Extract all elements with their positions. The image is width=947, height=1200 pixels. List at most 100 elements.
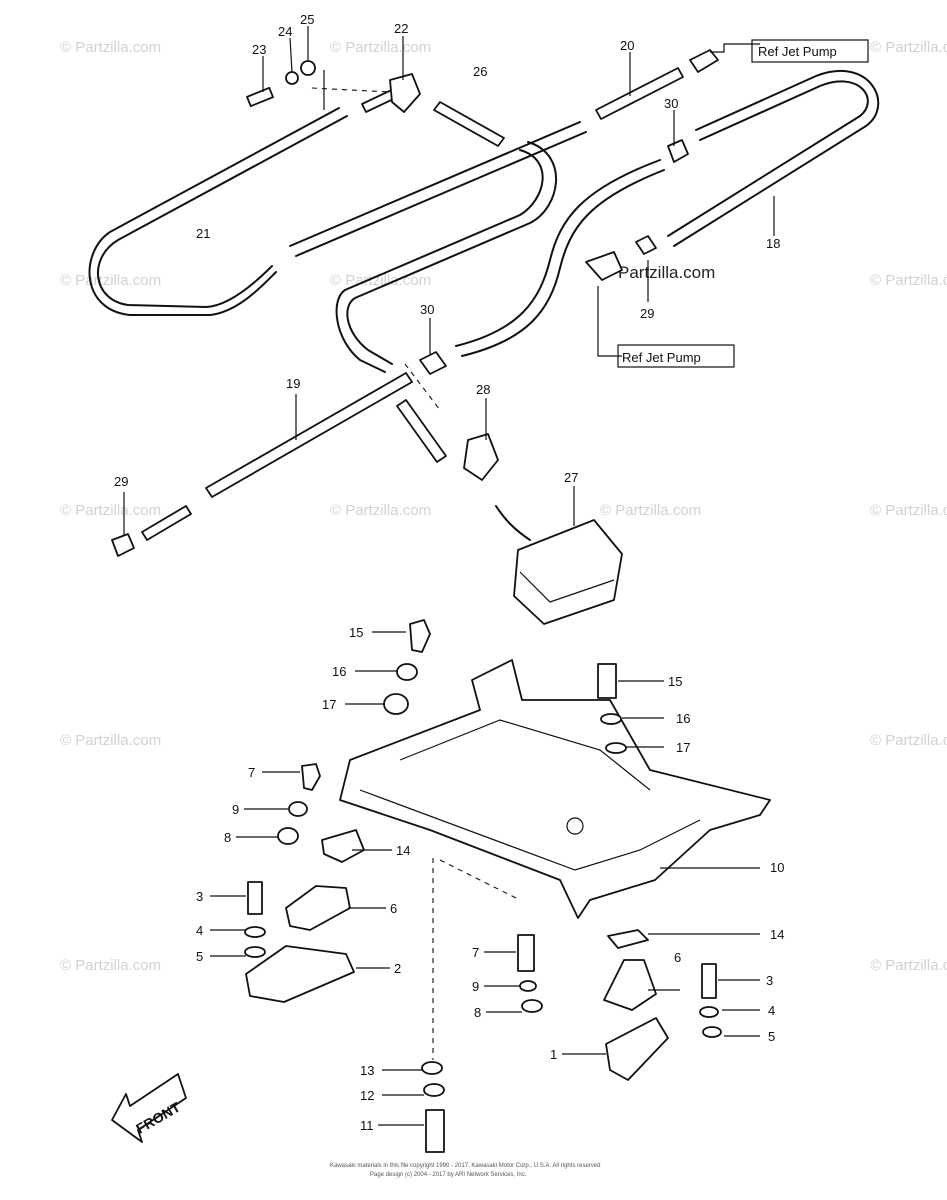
clamp-28 [463,433,499,481]
callout-3-left: 3 [196,889,203,904]
callout-10: 10 [770,860,784,875]
clamp-30-top [667,139,689,163]
callout-30-mid: 30 [420,302,434,317]
shim-14-left [321,829,365,863]
watermark: © Partzilla.com [870,957,947,974]
callout-27: 27 [564,470,578,485]
bolt-3-left [247,881,263,915]
washer-4-left [244,926,266,938]
watermark-center: Partzilla.com [618,263,715,282]
callout-23: 23 [252,42,266,57]
callout-12: 12 [360,1088,374,1103]
hose-19 [205,372,413,498]
callout-4-left: 4 [196,923,203,938]
hose-21-inner [88,107,340,316]
side-tube-inner [461,169,665,357]
fitting-22 [389,73,421,113]
bolt-15-left [409,619,431,653]
fitting-jet-pump [585,251,623,281]
bolt-23 [246,86,274,108]
watermark: © Partzilla.com [870,272,947,289]
washer-16-right [600,713,622,725]
washer-12 [423,1083,445,1097]
bed-plate-10 [339,659,771,919]
callout-18: 18 [766,236,780,251]
callout-labels: 25 24 23 22 26 20 30 21 18 29 30 19 28 2… [114,12,784,1133]
watermark: © Partzilla.com [870,502,947,519]
filter-body [513,519,623,625]
callout-9-right: 9 [472,979,479,994]
watermark: © Partzilla.com [60,502,161,519]
hose-short-29 [141,505,192,541]
copyright-line-1: Kawasaki materials in this file copyrigh… [330,1163,600,1169]
callout-2: 2 [394,961,401,976]
side-tube [455,159,661,347]
hose-26 [433,101,505,147]
bracket-1 [605,1017,669,1081]
clamp-29-left [111,533,135,557]
callout-1: 1 [550,1047,557,1062]
filter-27 [495,505,623,625]
callout-9-left: 9 [232,802,239,817]
callout-5-left: 5 [196,949,203,964]
hose-short [396,399,447,463]
shim-14-right [607,929,649,949]
callout-8-left: 8 [224,830,231,845]
washer-13 [421,1061,443,1075]
washer-24 [285,71,299,85]
ref-box-top: Ref Jet Pump [751,39,869,63]
bed-hole [566,817,584,835]
main-tube-inner [346,141,557,365]
tube-center-2 [295,131,587,257]
top-fittings [111,49,719,557]
washer-8-right [521,999,543,1013]
bolt-7-left [301,763,321,791]
callout-21: 21 [196,226,210,241]
callout-17-right: 17 [676,740,690,755]
callout-8-right: 8 [474,1005,481,1020]
callout-17-left: 17 [322,697,336,712]
washer-17-right [605,742,627,754]
bolt-15-right [597,663,617,699]
callout-19: 19 [286,376,300,391]
washer-9-right [519,980,537,992]
callout-24: 24 [278,24,292,39]
hose-20 [595,67,684,120]
ref-box-middle: Ref Jet Pump [617,344,735,368]
bed-edge [359,789,701,871]
bolt-7-right [517,934,535,972]
callout-16-left: 16 [332,664,346,679]
callout-14-left: 14 [396,843,410,858]
washer-17-left [383,693,409,715]
callout-16-right: 16 [676,711,690,726]
watermark: © Partzilla.com [60,272,161,289]
ref-box-top-frame [751,39,869,63]
callout-28: 28 [476,382,490,397]
watermark: © Partzilla.com [870,39,947,56]
watermark: © Partzilla.com [60,39,161,56]
watermark: © Partzilla.com [60,957,161,974]
callout-20: 20 [620,38,634,53]
washer-8-left [277,827,299,845]
filter-hose [495,505,531,541]
watermark: © Partzilla.com [330,39,431,56]
bed-recess [399,719,651,791]
ref-box-middle-frame [617,344,735,368]
watermark-layer: © Partzilla.com © Partzilla.com © Partzi… [60,39,947,974]
clamp-30-mid [419,351,447,375]
washer-5-left [244,946,266,958]
callout-14-right: 14 [770,927,784,942]
washer-5-right [702,1026,722,1038]
front-arrow-shape [111,1073,187,1143]
guide-lines [311,87,521,1060]
watermark: © Partzilla.com [600,502,701,519]
copyright-block: Kawasaki materials in this file copyrigh… [330,1163,600,1178]
callout-26: 26 [473,64,487,79]
washer-16-left [396,663,418,681]
callout-15-left: 15 [349,625,363,640]
callout-15-right: 15 [668,674,682,689]
clamp-29-right [635,235,657,255]
washer-4-right [699,1006,719,1018]
filter-edge [519,571,615,603]
